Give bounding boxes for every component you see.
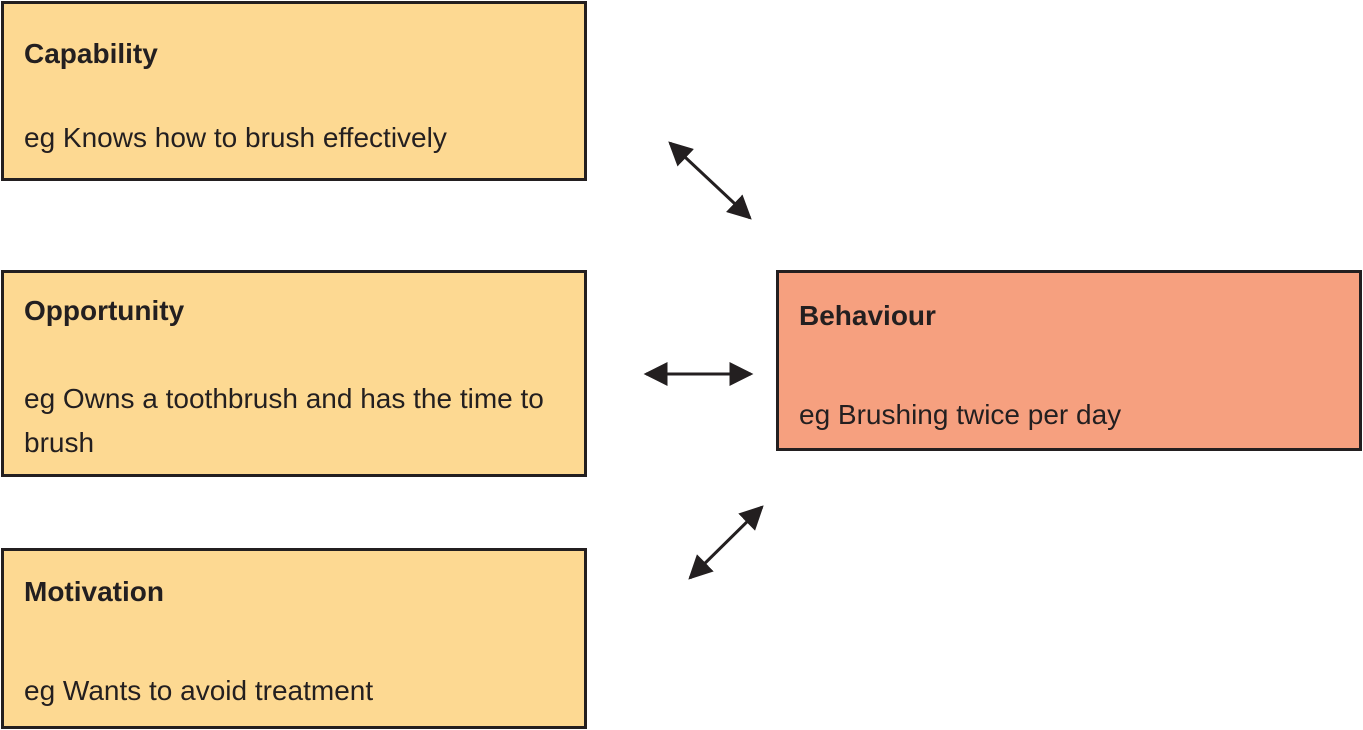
- behaviour-description: eg Brushing twice per day: [799, 399, 1122, 430]
- behaviour-title: Behaviour: [799, 300, 936, 331]
- motivation-description: eg Wants to avoid treatment: [24, 675, 374, 706]
- opportunity-title: Opportunity: [24, 295, 185, 326]
- arrow-capability-behaviour: [668, 141, 752, 220]
- capability-title: Capability: [24, 38, 158, 69]
- behaviour-box: Behaviour eg Brushing twice per day: [776, 270, 1362, 451]
- arrow-motivation-behaviour: [688, 505, 764, 580]
- capability-description: eg Knows how to brush effectively: [24, 122, 447, 153]
- opportunity-box: Opportunity eg Owns a toothbrush and has…: [1, 270, 587, 477]
- capability-box: Capability eg Knows how to brush effecti…: [1, 1, 587, 181]
- opportunity-description: eg Owns a toothbrush and has the time to…: [24, 383, 544, 458]
- motivation-box: Motivation eg Wants to avoid treatment: [1, 548, 587, 729]
- motivation-title: Motivation: [24, 576, 164, 607]
